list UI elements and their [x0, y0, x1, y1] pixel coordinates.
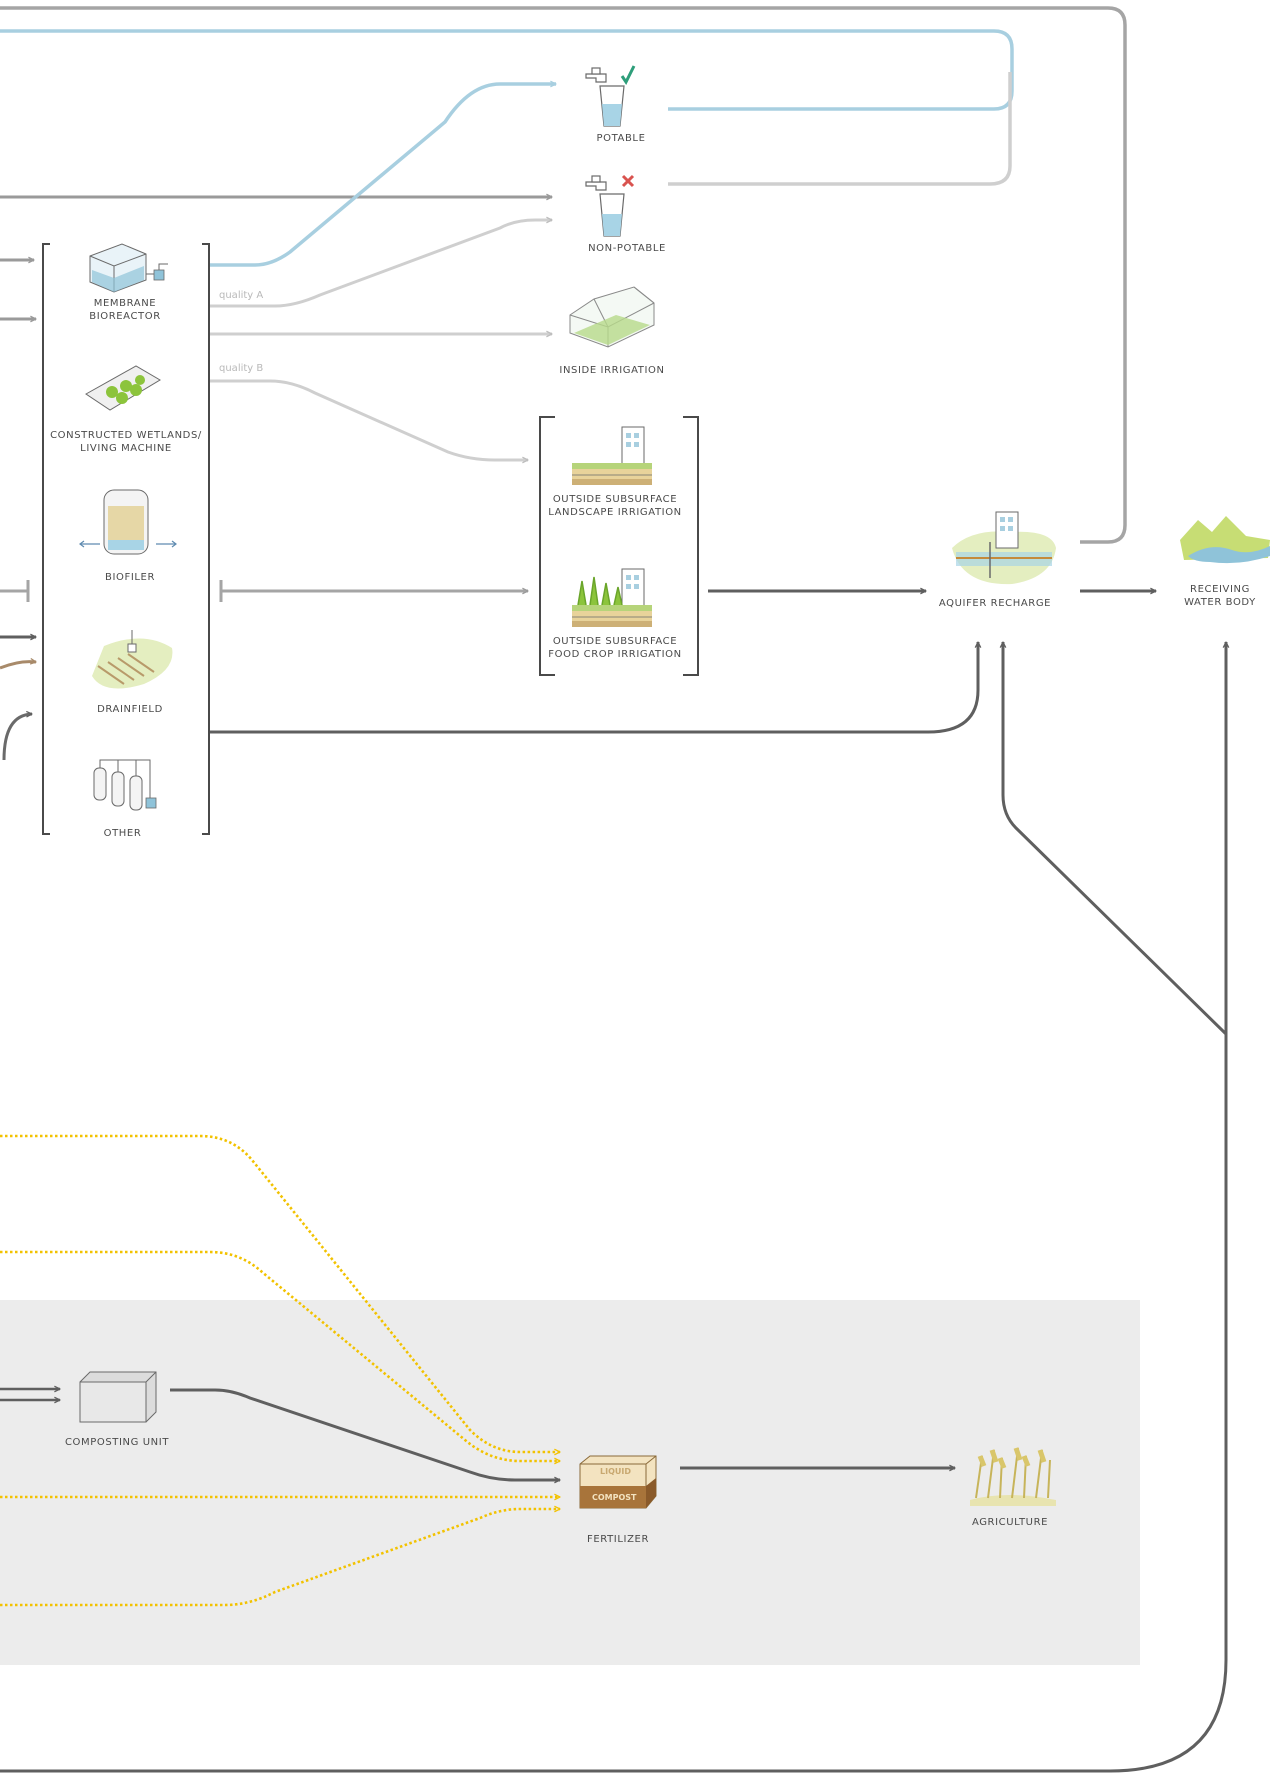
quality-a-label: quality A [219, 290, 264, 301]
receiving-water-label: RECEIVING WATER BODY [1170, 583, 1270, 609]
fertilizer-icon: LIQUID COMPOST [579, 1455, 657, 1509]
food-crop-irrigation-label: OUTSIDE SUBSURFACE FOOD CROP IRRIGATION [535, 635, 695, 661]
irrigation-bracket-right [683, 416, 699, 676]
wetlands-line-1: CONSTRUCTED WETLANDS/ [50, 430, 202, 441]
landscape-line-2: LANDSCAPE IRRIGATION [548, 507, 682, 518]
nutrient-flow-2 [0, 1250, 560, 1461]
composting-unit-icon [79, 1371, 157, 1423]
food-crop-irrigation-icon [572, 568, 652, 627]
constructed-wetlands-label: CONSTRUCTED WETLANDS/ LIVING MACHINE [42, 429, 210, 455]
landscape-irrigation-icon [572, 426, 652, 485]
food-crop-line-2: FOOD CROP IRRIGATION [548, 649, 682, 660]
non-potable-return [668, 72, 1012, 186]
other-treatment-icon [93, 759, 157, 811]
non-potable-label: NON-POTABLE [588, 243, 666, 254]
incoming-stub-6 [2, 714, 32, 761]
membrane-bioreactor-label: MEMBRANE BIOREACTOR [60, 297, 190, 323]
flow-quality-b [210, 379, 528, 460]
drainfield-icon [92, 630, 173, 689]
non-potable-icon [585, 174, 635, 237]
bottom-return-loop [0, 642, 1226, 1773]
aquifer-recharge-icon [952, 511, 1056, 585]
agriculture-icon [970, 1447, 1056, 1506]
quality-b-label: quality B [219, 363, 264, 374]
biofilter-icon [79, 489, 177, 555]
landscape-line-1: OUTSIDE SUBSURFACE [552, 494, 678, 505]
receiving-line-1: RECEIVING [1190, 584, 1250, 595]
aquifer-recharge-label: AQUIFER RECHARGE [938, 598, 1052, 609]
top-return-loop [0, 6, 1127, 544]
flow-quality-a [210, 220, 552, 308]
treatment-bracket-left [42, 243, 50, 835]
fertilizer-label: FERTILIZER [587, 1534, 649, 1545]
inside-irrigation-label: INSIDE IRRIGATION [559, 365, 665, 376]
irrigation-bracket-left [539, 416, 555, 676]
receiving-water-icon [1180, 516, 1270, 564]
fertilizer-liquid-text: LIQUID [600, 1467, 631, 1476]
landscape-irrigation-label: OUTSIDE SUBSURFACE LANDSCAPE IRRIGATION [535, 493, 695, 519]
potable-icon [585, 65, 636, 127]
biofilter-label: BIOFILER [104, 572, 156, 583]
mbr-line-2: BIOREACTOR [89, 311, 161, 322]
incoming-stub-5 [0, 662, 36, 670]
mbr-line-1: MEMBRANE [93, 298, 157, 309]
food-crop-line-1: OUTSIDE SUBSURFACE [552, 636, 678, 647]
fertilizer-compost-text: COMPOST [592, 1493, 637, 1502]
greenhouse-icon [569, 286, 655, 348]
receiving-line-2: WATER BODY [1184, 597, 1256, 608]
agriculture-label: AGRICULTURE [971, 1517, 1049, 1528]
nutrient-flow-4 [0, 1509, 560, 1607]
flow-mbr-to-potable [210, 84, 556, 267]
wetlands-line-2: LIVING MACHINE [80, 443, 172, 454]
drainfield-label: DRAINFIELD [97, 704, 163, 715]
potable-label: POTABLE [596, 133, 646, 144]
membrane-bioreactor-icon [89, 243, 168, 293]
flow-treatment-to-aquifer [210, 642, 978, 734]
treatment-bracket-right [202, 243, 210, 835]
potable-loop [0, 29, 1014, 111]
branch-to-aquifer [1003, 642, 1228, 1036]
nutrient-panel [0, 1300, 1140, 1665]
other-treatment-label: OTHER [103, 828, 142, 839]
constructed-wetlands-icon [85, 365, 161, 411]
flow-composting-to-fertilizer [170, 1388, 560, 1480]
composting-unit-label: COMPOSTING UNIT [64, 1437, 170, 1448]
